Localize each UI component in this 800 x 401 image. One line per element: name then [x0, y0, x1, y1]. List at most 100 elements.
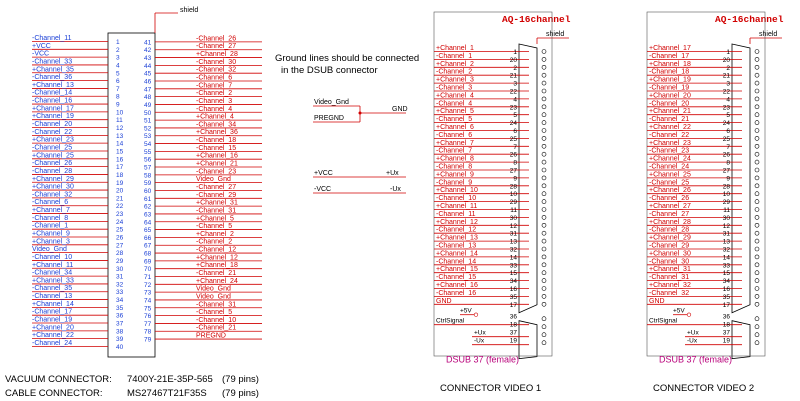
signal-label: +Channel_31: [649, 266, 691, 273]
signal-label: +Channel_16: [436, 282, 478, 289]
pin-number: 33: [723, 262, 731, 269]
pin-socket: [541, 301, 547, 307]
left-signal-label: +Channel_30: [32, 184, 74, 191]
right-pin-number: 61: [144, 196, 152, 203]
connector-title: AQ-16channel: [502, 14, 571, 25]
left-pin-number: 31: [116, 274, 124, 281]
right-pin-number: 66: [144, 235, 152, 242]
left-pin-number: 21: [116, 195, 124, 202]
right-signal-label: -Channel_31: [196, 207, 236, 214]
ctrl-node: [473, 312, 479, 317]
pin-socket: [754, 223, 760, 228]
pin-number: 34: [510, 278, 518, 285]
video-gnd-label: Video_Gnd: [314, 99, 349, 106]
pin-socket: [754, 254, 760, 260]
left-signal-label: -Channel_24: [32, 340, 72, 347]
pin-number: 25: [510, 136, 518, 143]
right-pin-number: 55: [144, 149, 152, 156]
dsub-connector-2: AQ-16channelshield+Channel_171-Channel_1…: [646, 11, 784, 394]
cable-connector-part: MS27467T21F35S: [127, 388, 207, 399]
pin-socket: [541, 191, 547, 196]
right-signal-label: -Channel_2: [196, 239, 232, 246]
signal-label: -Channel_6: [436, 132, 472, 139]
signal-label: GND: [436, 298, 452, 305]
pin-number: 21: [723, 73, 731, 80]
signal-label: +Channel_9: [436, 171, 474, 178]
pin-number: 5: [513, 112, 517, 119]
signal-label: -Channel_23: [649, 148, 689, 155]
pregnd-label: PREGND: [314, 115, 344, 122]
signal-label: +Channel_12: [436, 219, 478, 226]
right-signal-label: -Channel_21: [196, 325, 236, 332]
pin-socket: [754, 159, 760, 165]
connector-caption: CONNECTOR VIDEO 1: [440, 383, 541, 394]
pin-socket: [754, 246, 760, 252]
right-pin-number: 43: [144, 55, 152, 62]
signal-label: +Channel_24: [649, 156, 691, 163]
pin-socket: [541, 88, 547, 94]
pin-socket: [754, 332, 760, 338]
pin-number: 2: [513, 65, 517, 72]
pin-socket: [541, 80, 547, 86]
signal-label: +Channel_25: [649, 171, 691, 178]
pin-socket: [754, 151, 760, 157]
signal-label: -Channel_12: [436, 227, 476, 234]
cable-connector-label: CABLE CONNECTOR:: [5, 388, 102, 399]
left-signal-label: -Channel_28: [32, 168, 72, 175]
pin-number: 34: [723, 278, 731, 285]
left-signal-label: -Channel_8: [32, 215, 68, 222]
left-signal-label: +Channel_33: [32, 277, 74, 284]
pin-number: 11: [510, 207, 517, 214]
right-pin-number: 41: [144, 39, 152, 46]
signal-label: +Channel_29: [649, 235, 691, 242]
pin-number: 16: [510, 286, 518, 293]
dsub-shell-lower: [731, 320, 751, 360]
pin-number: 31: [723, 231, 731, 238]
right-pin-number: 68: [144, 251, 152, 258]
signal-label: +Channel_18: [649, 61, 691, 68]
pin-socket: [541, 262, 547, 268]
signal-label: +Channel_22: [649, 124, 691, 131]
dsub-shell-lower: [518, 320, 538, 360]
pin-socket: [754, 207, 760, 212]
pin-number: 8: [726, 160, 730, 167]
right-pin-number: 70: [144, 266, 152, 273]
main-connector: shield-Channel_11+VCC-VCC-Channel_33+Cha…: [32, 7, 262, 358]
right-signal-label: +Channel_18: [196, 262, 238, 269]
pin-number: 29: [510, 199, 518, 206]
pin-number: 9: [513, 175, 517, 182]
right-signal-label: -Channel_5: [196, 309, 232, 316]
pin-number: 26: [723, 152, 731, 159]
left-signal-label: -VCC: [32, 51, 49, 58]
right-pin-number: 47: [144, 86, 152, 93]
right-pin-number: 51: [144, 118, 152, 125]
pin-number: 3: [726, 81, 730, 88]
right-pin-number: 62: [144, 204, 152, 211]
left-pin-number: 20: [116, 188, 124, 195]
right-signal-label: -Channel_15: [196, 145, 236, 152]
pin-number: 36: [723, 314, 731, 321]
connector-caption: CONNECTOR VIDEO 2: [653, 383, 754, 394]
left-signal-label: -Channel_33: [32, 58, 72, 65]
left-signal-label: -Channel_1: [32, 223, 68, 230]
signal-label: -Channel_14: [436, 258, 476, 265]
dsub-shell: [731, 43, 751, 314]
pin-socket: [541, 223, 547, 228]
right-signal-label: +Channel_28: [196, 51, 238, 58]
connector-body: [107, 32, 156, 358]
left-pin-number: 10: [116, 109, 124, 116]
plus-vcc-label: +VCC: [314, 170, 333, 177]
left-pin-number: 16: [116, 156, 124, 163]
signal-label: -Channel_22: [649, 132, 689, 139]
pin-socket: [754, 88, 760, 94]
pin-socket: [541, 49, 547, 54]
pin-number: 10: [723, 191, 731, 198]
ctrlsignal-label: CtrlSignal: [649, 318, 678, 325]
pin-socket: [754, 167, 760, 173]
minus-ux-label: -Ux: [474, 338, 485, 345]
signal-label: -Channel_16: [436, 290, 476, 297]
right-signal-label: +Channel_24: [196, 278, 238, 285]
left-pin-number: 7: [116, 86, 120, 93]
left-pin-number: 12: [116, 125, 124, 132]
left-pin-number: 26: [116, 235, 124, 242]
